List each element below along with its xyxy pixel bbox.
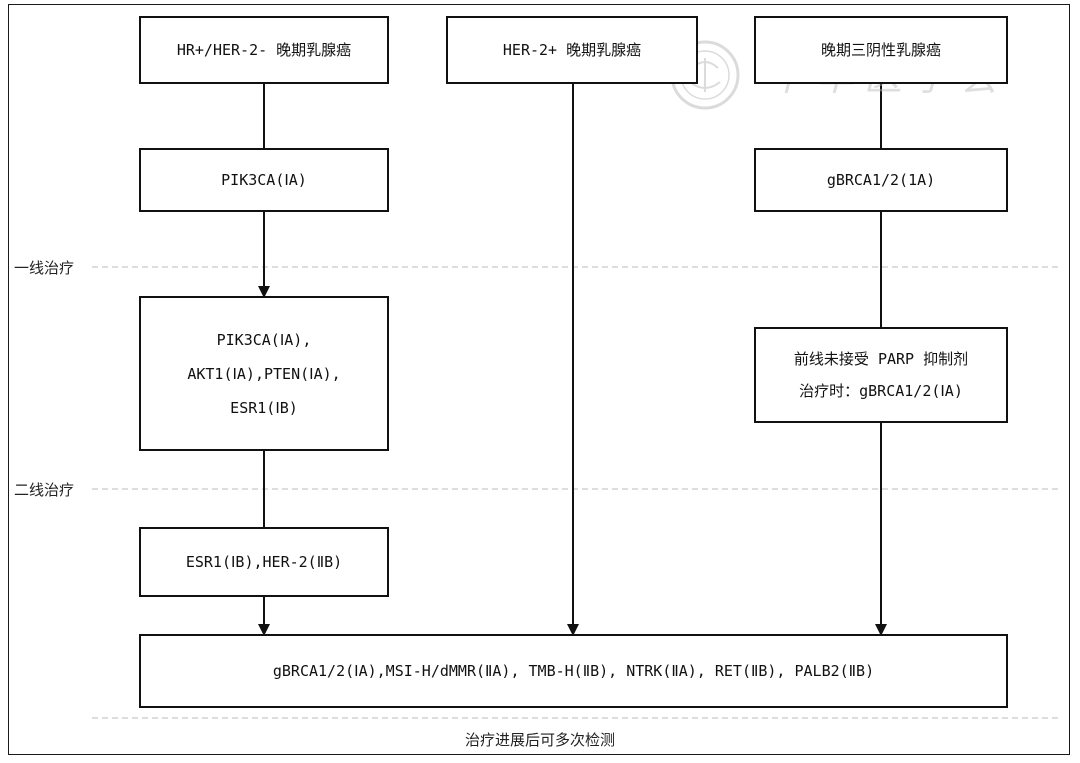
- tnbc-second-line-text-2: 治疗时：gBRCA1/2(ⅠA): [799, 382, 963, 400]
- tnbc-title-box: 晚期三阴性乳腺癌: [754, 16, 1008, 84]
- tnbc-second-line-box: 前线未接受 PARP 抑制剂 治疗时：gBRCA1/2(ⅠA): [754, 327, 1008, 423]
- first-line-label: 一线治疗: [14, 257, 79, 278]
- progression-biomarkers-text: gBRCA1/2(ⅠA),MSI-H/dMMR(ⅡA), TMB-H(ⅡB), …: [272, 662, 875, 680]
- hr-second-line-box: PIK3CA(ⅠA), AKT1(ⅠA),PTEN(ⅠA), ESR1(ⅠB): [139, 296, 389, 451]
- footer-note: 治疗进展后可多次检测: [464, 731, 615, 749]
- her2-pos-title: HER-2+ 晚期乳腺癌: [502, 41, 642, 59]
- tnbc-title: 晚期三阴性乳腺癌: [820, 41, 941, 59]
- hr-later-line-text: ESR1(ⅠB),HER-2(ⅡB): [185, 553, 343, 571]
- hr-later-line-box: ESR1(ⅠB),HER-2(ⅡB): [139, 527, 389, 597]
- tnbc-second-line-text-1: 前线未接受 PARP 抑制剂: [793, 350, 969, 368]
- hr-second-line-text-2: AKT1(ⅠA),PTEN(ⅠA),: [187, 364, 341, 383]
- hr-first-line-text: PIK3CA(ⅠA): [221, 171, 307, 189]
- hr-second-line-text-1: PIK3CA(ⅠA),: [216, 330, 312, 349]
- hr-first-line-box: PIK3CA(ⅠA): [139, 148, 389, 212]
- progression-biomarkers-box: gBRCA1/2(ⅠA),MSI-H/dMMR(ⅡA), TMB-H(ⅡB), …: [139, 634, 1008, 708]
- second-line-label: 二线治疗: [14, 479, 79, 500]
- her2-pos-title-box: HER-2+ 晚期乳腺癌: [446, 16, 698, 84]
- tnbc-first-line-text: gBRCA1/2(1A): [826, 171, 936, 189]
- tnbc-first-line-box: gBRCA1/2(1A): [754, 148, 1008, 212]
- hr-pos-title: HR+/HER-2- 晚期乳腺癌: [176, 41, 352, 59]
- figure-frame: [8, 4, 1070, 755]
- hr-pos-title-box: HR+/HER-2- 晚期乳腺癌: [139, 16, 389, 84]
- hr-second-line-text-3: ESR1(ⅠB): [230, 398, 298, 417]
